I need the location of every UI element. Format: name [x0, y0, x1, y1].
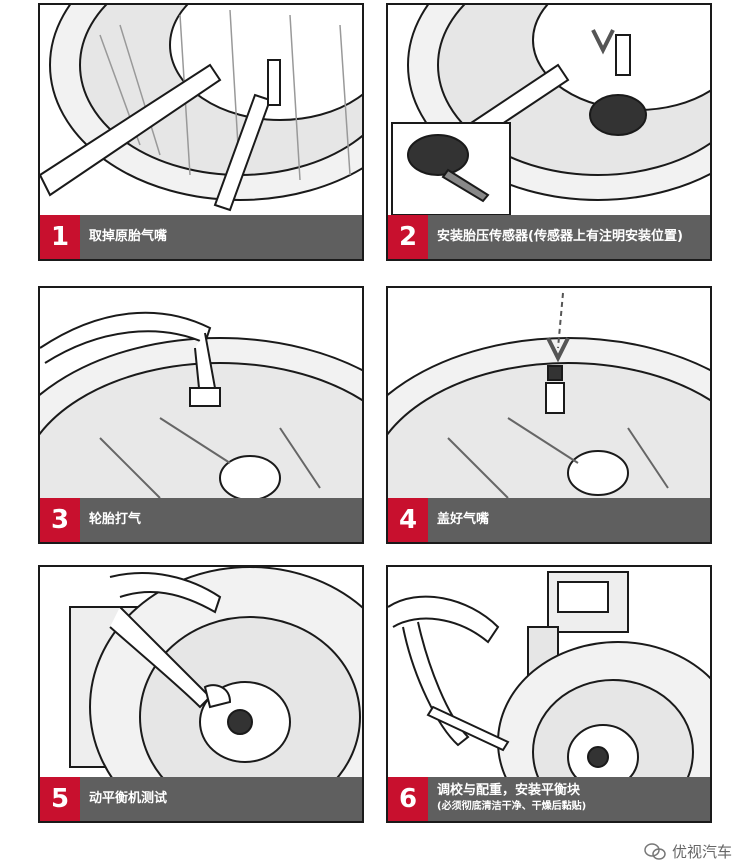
step-caption: 3 轮胎打气 — [40, 498, 362, 542]
step-number: 3 — [40, 498, 80, 542]
step-sublabel: (必须彻底清洁干净、干燥后黏贴) — [437, 801, 587, 812]
step-text: 动平衡机测试 — [80, 791, 167, 807]
step-caption: 1 取掉原胎气嘴 — [40, 215, 362, 259]
step-text: 安装胎压传感器(传感器上有注明安装位置) — [428, 229, 683, 245]
step-panel-1: 1 取掉原胎气嘴 — [38, 3, 364, 261]
step-number: 4 — [388, 498, 428, 542]
wechat-icon — [644, 842, 666, 860]
illustration-balancing-test — [69, 567, 362, 821]
step-number: 1 — [40, 215, 80, 259]
watermark: 优视汽车 — [644, 841, 732, 862]
step-label: 取掉原胎气嘴 — [89, 229, 168, 244]
step-number: 2 — [388, 215, 428, 259]
step-panel-2: 2 安装胎压传感器(传感器上有注明安装位置) — [386, 3, 712, 261]
step-panel-3: 3 轮胎打气 — [38, 286, 364, 544]
illustration-inflate-tire — [40, 311, 362, 542]
step-label: 动平衡机测试 — [89, 791, 168, 806]
step-caption: 4 盖好气嘴 — [388, 498, 710, 542]
step-text: 盖好气嘴 — [428, 512, 489, 528]
watermark-text: 优视汽车 — [671, 843, 732, 861]
step-label: 轮胎打气 — [89, 512, 142, 527]
step-caption: 6 调校与配重，安装平衡块 (必须彻底清洁干净、干燥后黏贴) — [388, 777, 710, 821]
step-caption: 2 安装胎压传感器(传感器上有注明安装位置) — [388, 215, 710, 259]
step-number: 5 — [40, 777, 80, 821]
illustration-cap-valve — [388, 292, 710, 542]
step-number: 6 — [388, 777, 428, 821]
step-label: 安装胎压传感器(传感器上有注明安装位置) — [437, 229, 683, 244]
step-text: 取掉原胎气嘴 — [80, 229, 167, 245]
illustration-remove-valve — [40, 5, 362, 212]
step-label: 盖好气嘴 — [437, 512, 490, 527]
step-text: 轮胎打气 — [80, 512, 141, 528]
illustration-install-sensor — [391, 5, 710, 216]
step-panel-6: 6 调校与配重，安装平衡块 (必须彻底清洁干净、干燥后黏贴) — [386, 565, 712, 823]
step-text: 调校与配重，安装平衡块 (必须彻底清洁干净、干燥后黏贴) — [428, 783, 586, 815]
step-caption: 5 动平衡机测试 — [40, 777, 362, 821]
step-label: 调校与配重，安装平衡块 — [437, 783, 581, 798]
step-panel-5: 5 动平衡机测试 — [38, 565, 364, 823]
step-panel-4: 4 盖好气嘴 — [386, 286, 712, 544]
